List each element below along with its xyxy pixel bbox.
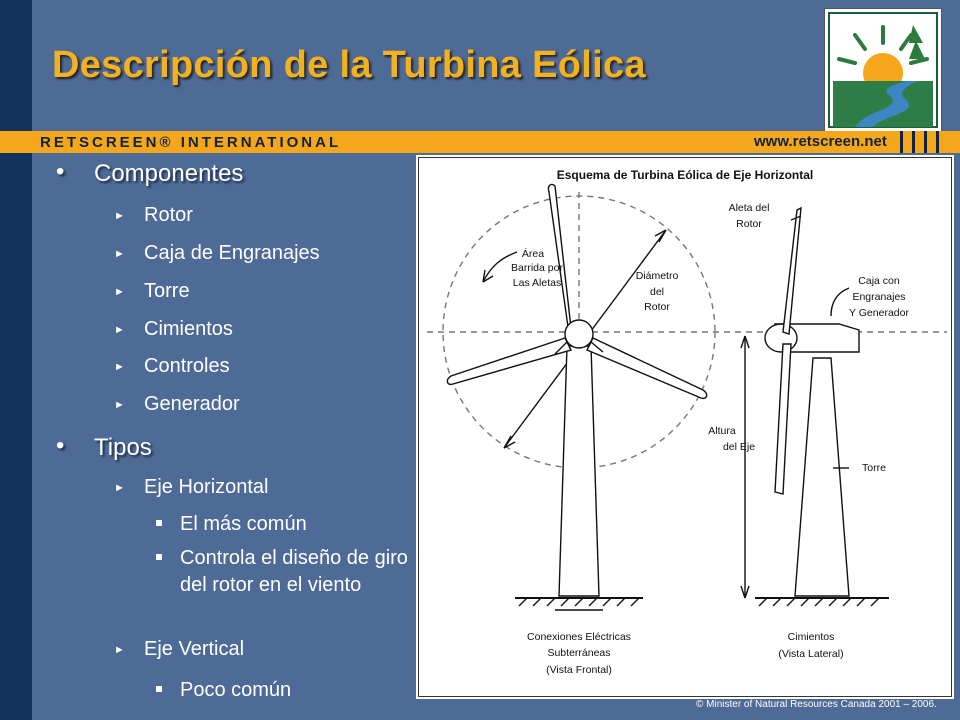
label-blade: Aleta del: [729, 202, 770, 214]
band-divider: [912, 131, 915, 153]
label-hub-height: Altura: [708, 425, 736, 437]
arrow-icon: ►: [114, 644, 125, 656]
label-blade: Rotor: [736, 218, 762, 230]
label-area: Las Aletas: [513, 277, 561, 289]
side-tower: [794, 357, 850, 597]
front-tower: [558, 345, 600, 597]
label-diameter: Diámetro: [636, 270, 679, 282]
front-blade-right: [586, 337, 708, 400]
leader-line: [830, 287, 850, 317]
front-blade-left: [446, 337, 573, 386]
arrow-icon: ►: [114, 286, 125, 298]
front-ground-hatch: [518, 597, 640, 607]
label-area: Barrida por: [511, 262, 563, 274]
bullet-dot: •: [56, 158, 65, 185]
arrow-head: [740, 585, 750, 599]
label-electrical: Conexiones Eléctricas: [527, 631, 631, 643]
square-bullet-icon: [156, 520, 162, 526]
label-electrical: Subterráneas: [547, 647, 610, 659]
side-ground-hatch: [758, 597, 880, 607]
side-blade-up: [782, 206, 802, 335]
label-foundation: (Vista Lateral): [778, 648, 843, 660]
bullet-dot: •: [56, 432, 65, 459]
arrow-icon: ►: [114, 248, 125, 260]
label-gearbox: Caja con: [858, 275, 900, 287]
label-electrical: (Vista Frontal): [546, 664, 612, 676]
arrow-icon: ►: [114, 399, 125, 411]
square-bullet-icon: [156, 554, 162, 560]
arrow-icon: ►: [114, 482, 125, 494]
label-diameter: Rotor: [644, 301, 670, 313]
arrow-icon: ►: [114, 210, 125, 222]
blade-root: [554, 341, 604, 355]
brand-band: RETSCREEN® INTERNATIONAL www.retscreen.n…: [0, 131, 960, 153]
band-divider: [924, 131, 927, 153]
brand-name: RETSCREEN® INTERNATIONAL: [40, 134, 342, 151]
side-hub: [764, 323, 798, 353]
arrow-icon: ►: [114, 361, 125, 373]
label-hub-height: del Eje: [723, 441, 755, 453]
turbine-schematic: Esquema de Turbina Eólica de Eje Horizon…: [427, 168, 947, 676]
brand-url: www.retscreen.net: [754, 133, 887, 150]
band-divider: [936, 131, 939, 153]
label-gearbox: Y Generador: [849, 307, 909, 319]
diagram-title: Esquema de Turbina Eólica de Eje Horizon…: [557, 168, 814, 182]
side-blade-down: [774, 343, 792, 495]
label-diameter: del: [650, 286, 664, 298]
slide-title: Descripción de la Turbina Eólica: [52, 44, 646, 86]
swept-area-arrow: [482, 251, 518, 283]
left-accent-bar: [0, 0, 32, 720]
arrow-head: [740, 335, 750, 349]
label-area: Área: [522, 247, 544, 260]
arrow-head: [503, 435, 516, 449]
arrow-head: [654, 229, 667, 243]
square-bullet-icon: [156, 686, 162, 692]
arrow-icon: ►: [114, 324, 125, 336]
turbine-diagram: Esquema de Turbina Eólica de Eje Horizon…: [418, 157, 952, 697]
label-tower: Torre: [862, 462, 886, 474]
arrow-head: [482, 269, 494, 283]
retscreen-logo: [824, 8, 942, 132]
front-hub: [564, 319, 594, 349]
sun-river-logo-icon: [828, 12, 938, 128]
label-gearbox: Engranajes: [852, 291, 905, 303]
band-divider: [900, 131, 903, 153]
front-blade-up: [547, 183, 572, 335]
copyright-notice: © Minister of Natural Resources Canada 2…: [696, 699, 937, 710]
leader-line: [790, 215, 802, 221]
label-foundation: Cimientos: [788, 631, 835, 643]
